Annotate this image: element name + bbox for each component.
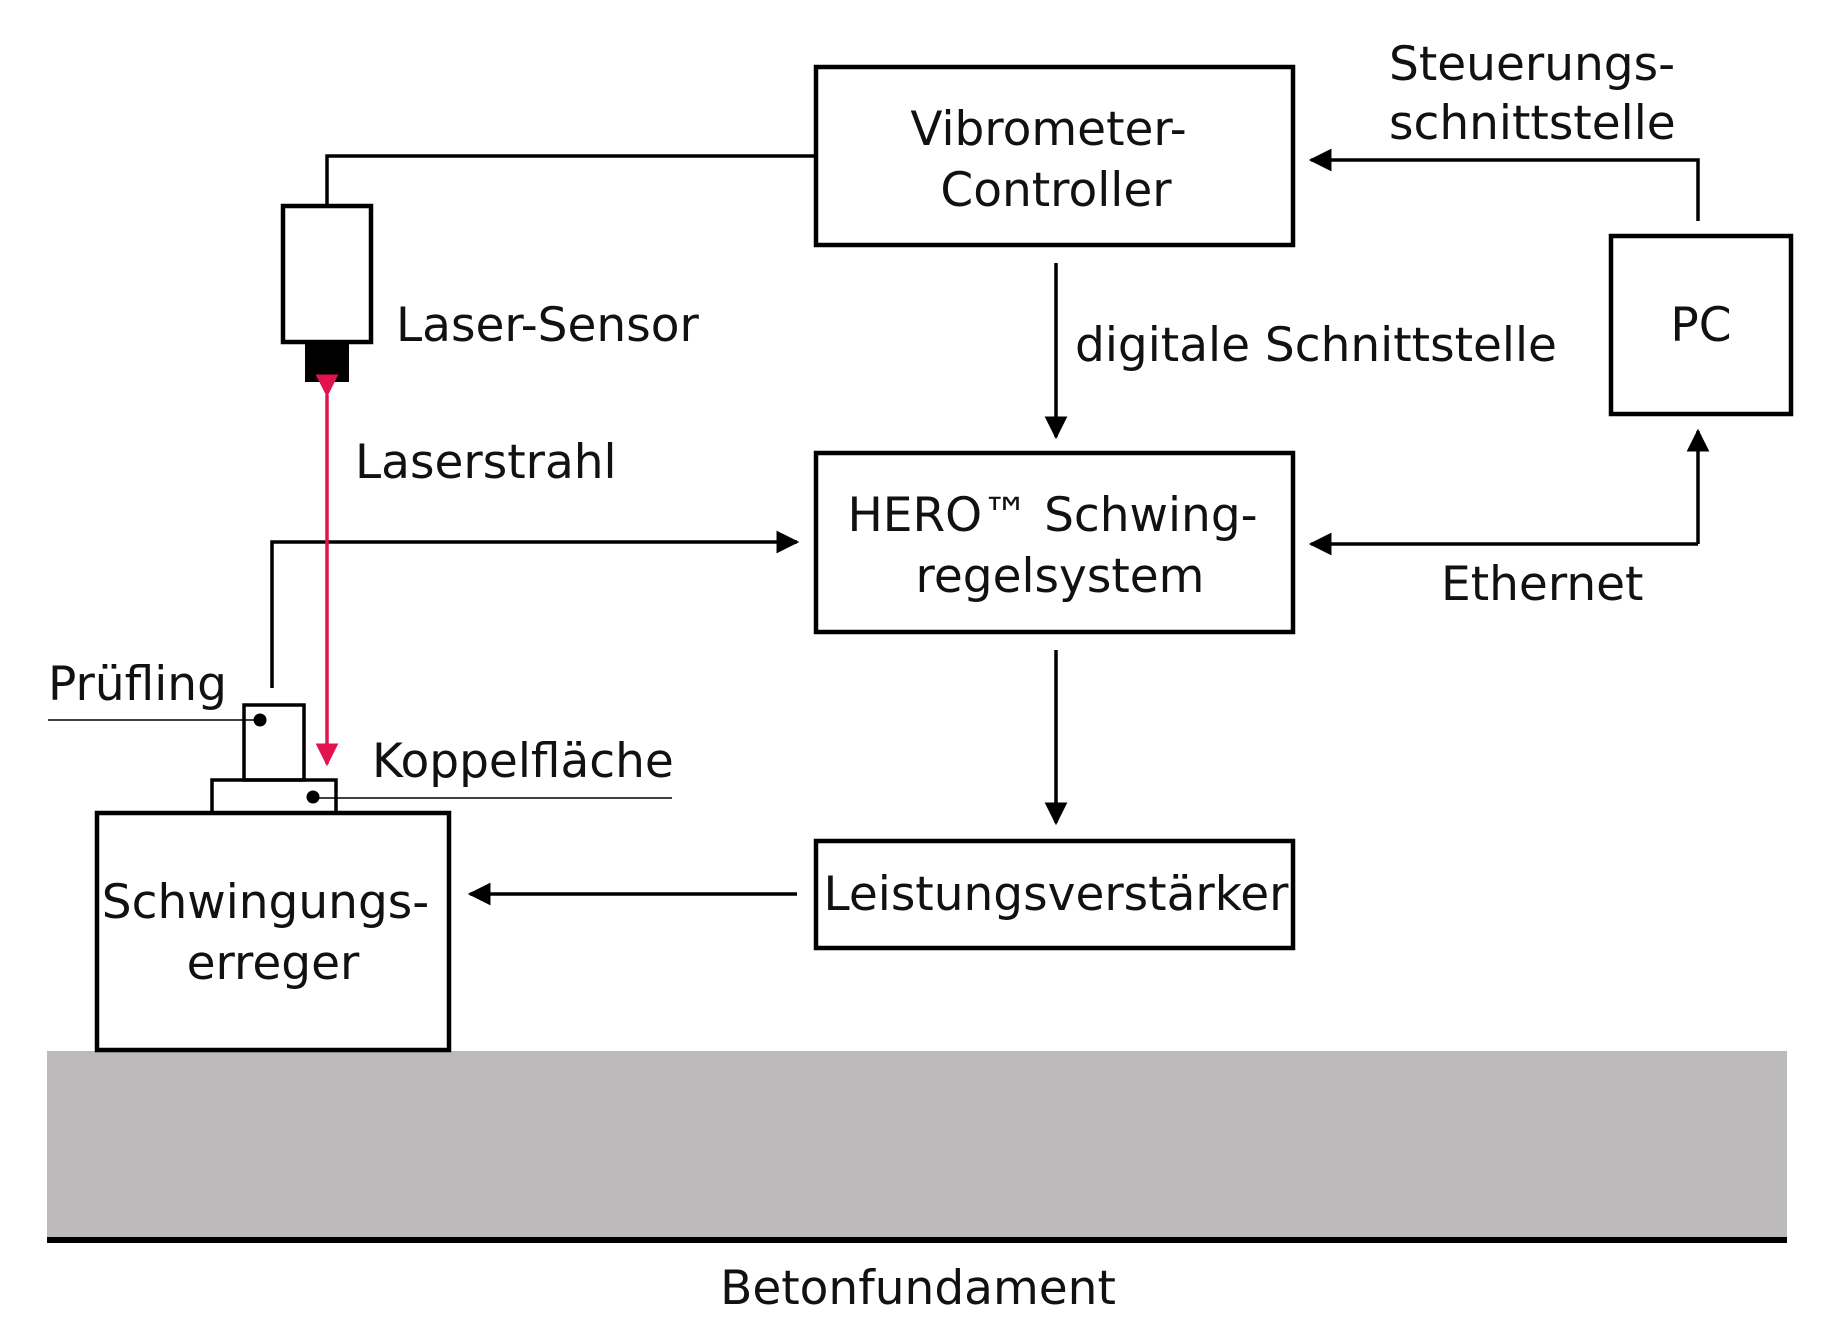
- test-item-point: [253, 713, 267, 727]
- power-amplifier-label: Leistungsverstärker: [823, 867, 1289, 922]
- ethernet-label: Ethernet: [1441, 557, 1643, 612]
- digital-interface-label: digitale Schnittstelle: [1075, 318, 1557, 373]
- hero-system-label: HERO™ Schwing- regelsystem: [847, 488, 1272, 604]
- arrow-test-item-to-hero: [270, 530, 800, 688]
- hero-system-box: [813, 450, 1296, 635]
- foundation-label: Betonfundament: [720, 1261, 1116, 1316]
- laser-sensor-lens: [305, 342, 349, 382]
- laser-sensor-label: Laser-Sensor: [396, 298, 699, 353]
- foundation-slab: [47, 1051, 1787, 1237]
- laser-beam-label: Laserstrahl: [355, 435, 617, 490]
- vibrometer-controller-box: [813, 64, 1296, 248]
- test-item: [242, 703, 306, 782]
- vibrometer-controller-label: Vibrometer- Controller: [910, 102, 1201, 218]
- arrow-pc-to-controller: [1308, 148, 1700, 221]
- control-interface-label: Steuerungs- schnittstelle: [1389, 37, 1690, 151]
- shaker-box: [94, 810, 452, 1053]
- pc-label: PC: [1670, 298, 1731, 353]
- coupling-surface-label: Koppelfläche: [372, 734, 674, 789]
- shaker-label: Schwingungs- erreger: [102, 875, 444, 991]
- connector-controller-to-sensor: [325, 154, 816, 206]
- test-item-label: Prüfling: [48, 657, 227, 712]
- coupling-surface-point: [306, 790, 320, 804]
- laser-sensor-body: [280, 203, 374, 345]
- pc-box: [1608, 233, 1794, 417]
- power-amplifier-box: [813, 838, 1296, 951]
